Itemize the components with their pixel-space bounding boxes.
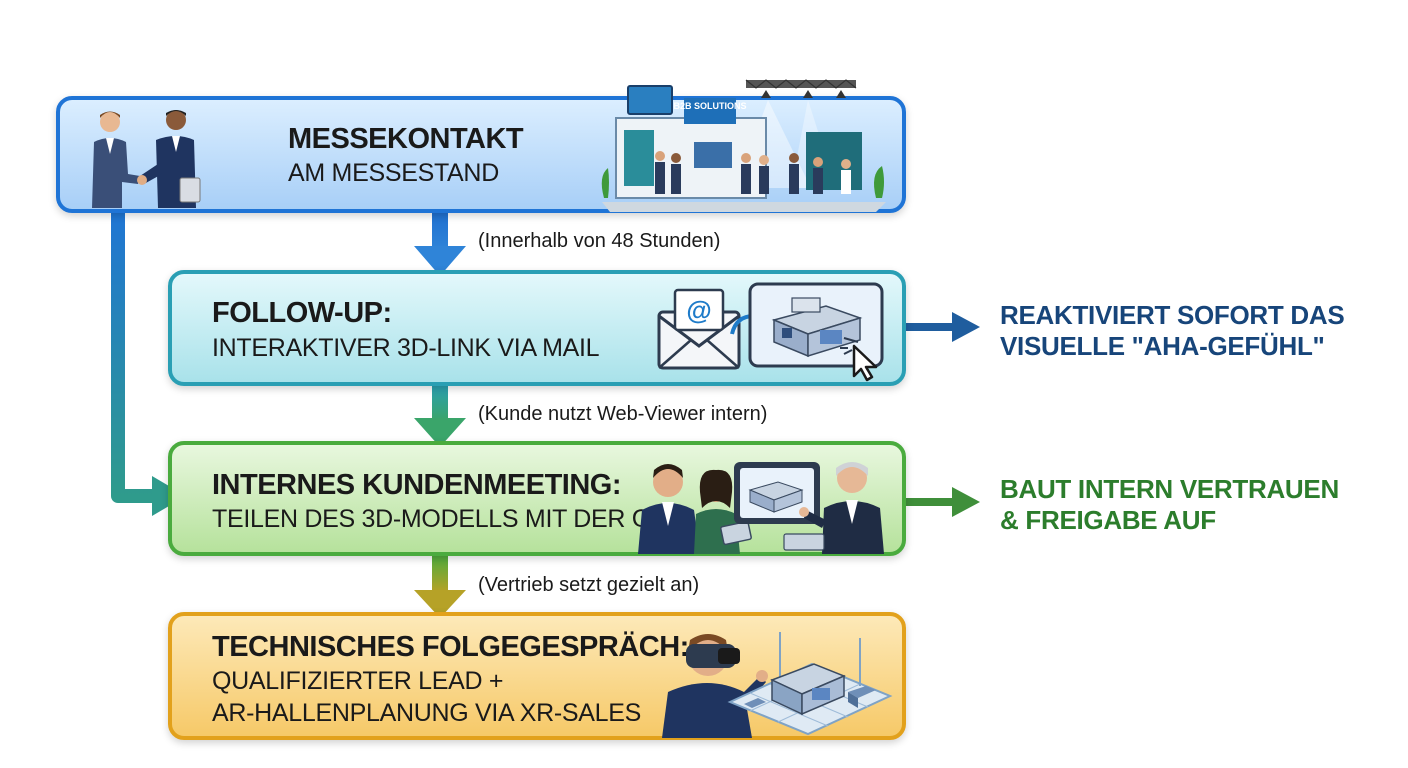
outcome-2: BAUT INTERN VERTRAUEN & FREIGABE AUF (1000, 474, 1339, 536)
step3-subtitle: TEILEN DES 3D-MODELLS MIT DER GF (212, 505, 666, 533)
booth-sign-text: B2B SOLUTIONS (673, 101, 746, 111)
transition-note-2: (Kunde nutzt Web-Viewer intern) (478, 403, 768, 425)
step4-subtitle-line1: QUALIFIZIERTER LEAD + (212, 667, 504, 695)
transition-note-1: (Innerhalb von 48 Stunden) (478, 230, 721, 252)
step2-title: FOLLOW-UP: (212, 297, 392, 329)
handshake-icon (92, 110, 201, 208)
factory-layout-icon (727, 632, 893, 736)
step4-subtitle-line2: AR-HALLENPLANUNG VIA XR-SALES (212, 699, 641, 727)
meeting-tablet-icon (638, 462, 884, 554)
arrow-right-2 (952, 487, 980, 517)
arrow-right-1 (952, 312, 980, 342)
step1-subtitle: AM MESSESTAND (288, 159, 499, 187)
transition-note-3: (Vertrieb setzt gezielt an) (478, 574, 700, 596)
outcome-2-line1: BAUT INTERN VERTRAUEN (1000, 474, 1339, 504)
step4-title: TECHNISCHES FOLGEGESPRÄCH: (212, 631, 689, 663)
outcome-1-line2: VISUELLE "AHA-GEFÜHL" (1000, 331, 1325, 361)
step1-title: MESSEKONTAKT (288, 123, 524, 155)
outcome-1-line1: REAKTIVIERT SOFORT DAS (1000, 300, 1345, 330)
outcome-2-line2: & FREIGABE AUF (1000, 505, 1216, 535)
cursor-icon (840, 337, 878, 382)
vr-headset-icon (662, 634, 768, 738)
mail-at-symbol: @ (686, 295, 711, 325)
step2-subtitle: INTERAKTIVER 3D-LINK VIA MAIL (212, 334, 600, 362)
side-connector (111, 205, 160, 503)
mail-icon: @ (657, 288, 741, 370)
machine-viewer-icon (748, 282, 884, 368)
step3-title: INTERNES KUNDENMEETING: (212, 469, 622, 501)
outcome-1: REAKTIVIERT SOFORT DAS VISUELLE "AHA-GEF… (1000, 300, 1345, 362)
trade-booth-icon: B2B SOLUTIONS (601, 79, 886, 212)
arrow-down-3 (414, 590, 466, 618)
arrow-down-1 (414, 246, 466, 276)
arrow-down-2 (414, 418, 466, 447)
